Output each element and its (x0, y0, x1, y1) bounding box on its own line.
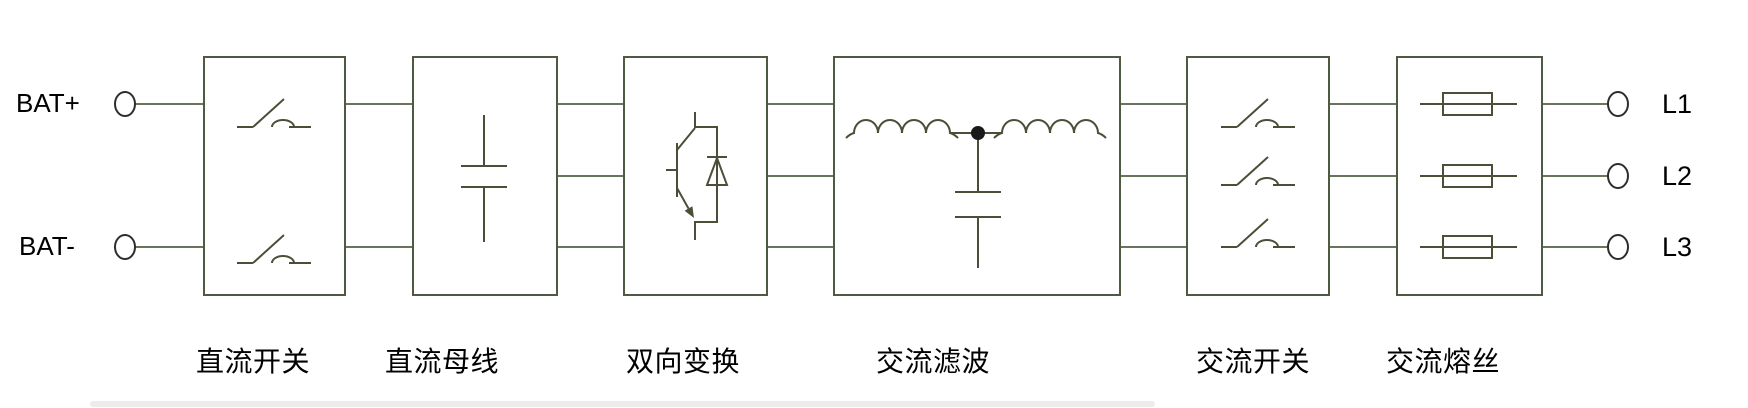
lc-filter-icon (845, 119, 1107, 268)
l1-terminal-icon (1607, 91, 1629, 117)
bat-plus-label: BAT+ (16, 88, 80, 118)
block-caption-dc-bus: 直流母线 (384, 346, 500, 377)
dc-switch-symbols (236, 98, 312, 264)
switch-icon (236, 98, 312, 128)
ac-switch-symbols (1220, 98, 1296, 248)
l3-label: L3 (1662, 232, 1693, 262)
block-caption-ac-filter: 交流滤波 (875, 346, 991, 377)
bat-minus-terminal-icon (114, 234, 136, 260)
ac-filter-box (833, 56, 1121, 296)
ac-fuse-box (1396, 56, 1543, 296)
igbt-gate (666, 143, 678, 197)
diode-icon (705, 155, 729, 186)
igbt-emitter (676, 187, 690, 209)
igbt-diode-icon (666, 112, 729, 240)
capacitor-icon (461, 115, 507, 242)
wires (135, 103, 1608, 248)
block-caption-dc-switch: 直流开关 (195, 346, 311, 377)
l2-terminal-icon (1607, 163, 1629, 189)
switch-icon (236, 234, 312, 264)
switch-icon (1220, 98, 1296, 128)
ac-fuse-symbols (1419, 92, 1518, 259)
scrollbar-remnant (90, 401, 1155, 407)
junction-dot-icon (971, 126, 985, 140)
inductor-icon (993, 119, 1107, 139)
dc-switch-box (203, 56, 346, 296)
switch-icon (1220, 218, 1296, 248)
fuse-icon (1419, 235, 1518, 259)
dc-bus-box (412, 56, 558, 296)
igbt-collector (676, 127, 696, 151)
block-caption-ac-switch: 交流开关 (1195, 346, 1311, 377)
l3-terminal-icon (1607, 234, 1629, 260)
bat-minus-label: BAT- (19, 231, 75, 261)
block-caption-bidir-conv: 双向变换 (625, 346, 741, 377)
l2-label: L2 (1662, 161, 1693, 191)
block-caption-ac-fuse: 交流熔丝 (1385, 346, 1501, 377)
inductor-icon (845, 119, 959, 139)
bidir-conv-box (623, 56, 768, 296)
ac-switch-box (1186, 56, 1330, 296)
fuse-icon (1419, 92, 1518, 116)
switch-icon (1220, 156, 1296, 186)
fuse-icon (1419, 164, 1518, 188)
bat-plus-terminal-icon (114, 91, 136, 117)
l1-label: L1 (1662, 89, 1693, 119)
emitter-arrowhead (684, 206, 694, 218)
